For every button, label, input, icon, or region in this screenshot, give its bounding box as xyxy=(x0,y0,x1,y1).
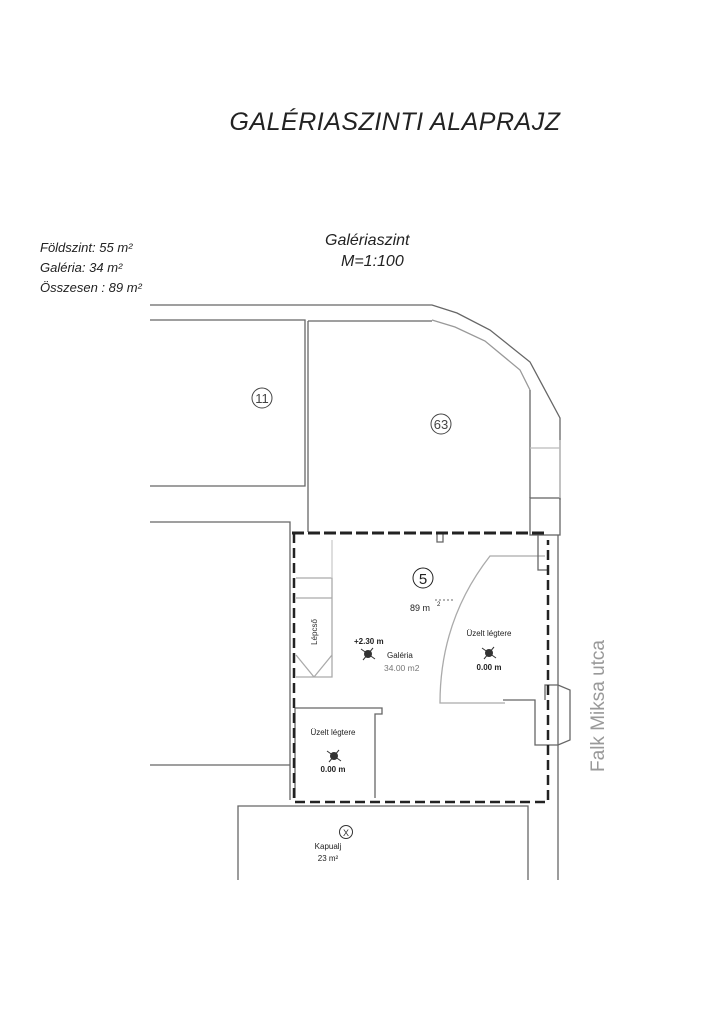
unit-5-boundary xyxy=(292,531,550,804)
gateway-symbol: X xyxy=(343,828,349,838)
void-right-height: 0.00 m xyxy=(477,663,502,672)
gateway-marker xyxy=(339,825,353,839)
level-marker-icon xyxy=(481,646,497,660)
void-left-height: 0.00 m xyxy=(321,765,346,774)
void-boundary xyxy=(439,555,545,704)
gateway-area: 23 m² xyxy=(318,854,339,863)
area-total: Összesen : 89 m² xyxy=(40,280,142,295)
level-marker-icon xyxy=(360,647,376,661)
gateway-name: Kapualj xyxy=(315,842,342,851)
room-5-area: 89 m xyxy=(410,603,430,613)
room-63-walls xyxy=(307,320,531,532)
room-5-area-sup: 2 xyxy=(437,602,441,608)
room-63-marker xyxy=(430,413,452,435)
room-63-number: 63 xyxy=(434,417,448,432)
area-gallery: Galéria: 34 m² xyxy=(40,260,123,275)
right-protrusion xyxy=(503,684,571,746)
void-left-name: Üzelt légtere xyxy=(311,728,356,737)
area-ground-floor: Földszint: 55 m² xyxy=(40,240,133,255)
gallery-area: 34.00 m2 xyxy=(384,663,420,673)
gallery-height: +2.30 m xyxy=(354,637,384,646)
left-block-walls xyxy=(150,521,291,800)
room-5-marker xyxy=(412,567,434,589)
stair-outline xyxy=(295,577,333,678)
room-11-number: 11 xyxy=(255,391,269,406)
outer-wall-curve xyxy=(150,304,561,500)
stair-label: Lépcső xyxy=(310,619,319,645)
room-5-number: 5 xyxy=(419,571,427,588)
gallery-name: Galéria xyxy=(387,651,413,660)
level-marker-icon xyxy=(326,749,342,763)
void-right-name: Üzelt légtere xyxy=(467,629,512,638)
street-name: Falk Miksa utca xyxy=(588,640,609,772)
void-left-walls xyxy=(294,707,383,798)
room-11-marker xyxy=(251,387,273,409)
gateway-walls xyxy=(237,805,529,880)
walls xyxy=(150,304,571,880)
level-name: Galériaszint xyxy=(325,232,410,249)
plan-title: GALÉRIASZINTI ALAPRAJZ xyxy=(229,108,561,136)
level-scale: M=1:100 xyxy=(341,253,404,270)
room-11-walls xyxy=(150,319,306,487)
